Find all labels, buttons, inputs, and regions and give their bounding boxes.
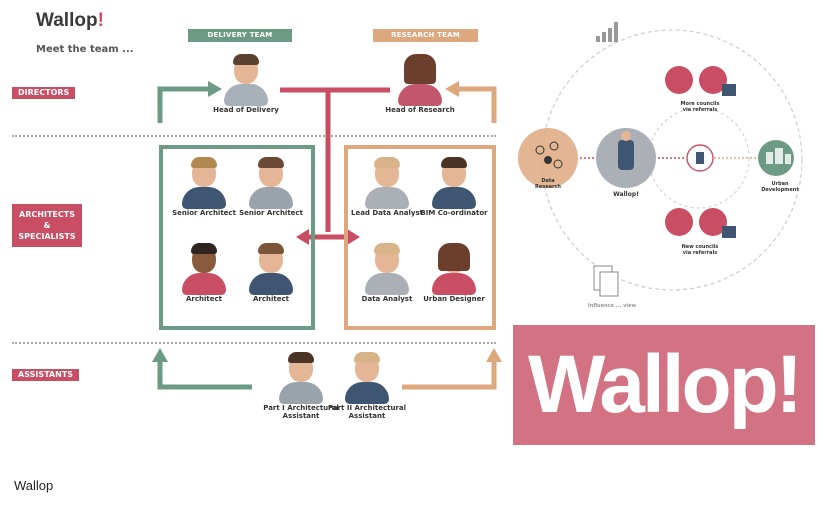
- wallop-banner-logo: Wallop!: [513, 325, 815, 445]
- person-architect: Architect: [231, 243, 311, 303]
- row-label-architects: ARCHITECTS&SPECIALISTS: [12, 204, 82, 247]
- image-caption[interactable]: Wallop: [14, 478, 54, 493]
- row-label-directors: DIRECTORS: [12, 87, 76, 99]
- research-team-frame: [344, 145, 496, 330]
- person-senior-architect: Senior Architect: [231, 157, 311, 217]
- person-head-of-research: Head of Research: [380, 54, 460, 114]
- person-urban-designer: Urban Designer: [414, 243, 494, 303]
- person-architect: Architect: [164, 243, 244, 303]
- person-lead-data-analyst: Lead Data Analyst: [347, 157, 427, 217]
- research-team-header: RESEARCH TEAM: [373, 29, 478, 42]
- label-data-research: Data Research: [535, 178, 561, 190]
- divider: [12, 342, 496, 344]
- brand-logo: Wallop!: [36, 10, 104, 31]
- person-data-analyst: Data Analyst: [347, 243, 427, 303]
- person-senior-architect: Senior Architect: [164, 157, 244, 217]
- person-bim-coordinator: BIM Co-ordinator: [414, 157, 494, 217]
- label-bottom-referrals: New councils via referrals: [681, 244, 719, 256]
- row-label-assistants: ASSISTANTS: [12, 369, 80, 381]
- delivery-team-frame: [159, 145, 315, 330]
- person-head-of-delivery: Head of Delivery: [206, 54, 286, 114]
- divider: [12, 135, 496, 137]
- label-wallop: Wallop!: [613, 191, 639, 198]
- delivery-team-header: DELIVERY TEAM: [188, 29, 292, 42]
- person-part-ii-assistant: Part II Architectural Assistant: [327, 352, 407, 420]
- label-top-referrals: More councils via referrals: [680, 101, 720, 113]
- label-urban-development: Urban Development: [761, 181, 799, 193]
- person-part-i-assistant: Part I Architectural Assistant: [261, 352, 341, 420]
- label-stack: Influence ... view: [587, 303, 637, 309]
- tagline: Meet the team ...: [36, 44, 134, 55]
- process-diagram: [518, 22, 803, 297]
